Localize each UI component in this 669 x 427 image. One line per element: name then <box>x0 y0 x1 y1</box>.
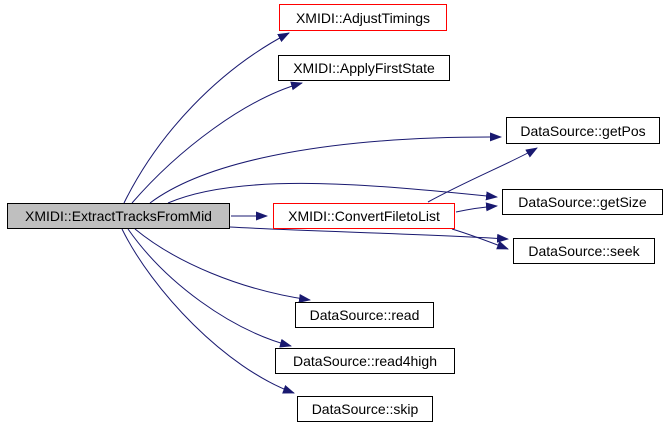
edge-extract-to-adjust-timings <box>123 32 290 204</box>
node-read[interactable]: DataSource::read <box>295 302 434 328</box>
node-seek[interactable]: DataSource::seek <box>513 238 655 264</box>
node-extract-tracks-from-mid: XMIDI::ExtractTracksFromMid <box>7 203 230 229</box>
node-skip[interactable]: DataSource::skip <box>297 396 433 422</box>
edge-extract-to-skip <box>121 228 295 394</box>
node-adjust-timings[interactable]: XMIDI::AdjustTimings <box>279 4 447 31</box>
edge-convert-to-get-size <box>455 202 498 213</box>
node-apply-first-state[interactable]: XMIDI::ApplyFirstState <box>278 55 450 81</box>
node-convert-file-to-list[interactable]: XMIDI::ConvertFiletoList <box>273 203 455 229</box>
node-read4high[interactable]: DataSource::read4high <box>275 348 455 374</box>
edge-extract-to-read4high <box>127 228 292 348</box>
edge-extract-to-get-pos <box>149 132 502 204</box>
node-get-size[interactable]: DataSource::getSize <box>502 189 663 215</box>
edge-convert-to-seek <box>451 228 509 250</box>
edge-convert-to-get-pos <box>427 147 538 203</box>
edge-extract-to-read <box>134 228 311 303</box>
edge-extract-to-apply-first-state <box>131 81 303 204</box>
edge-extract-to-get-size <box>167 182 498 204</box>
node-get-pos[interactable]: DataSource::getPos <box>506 117 660 144</box>
